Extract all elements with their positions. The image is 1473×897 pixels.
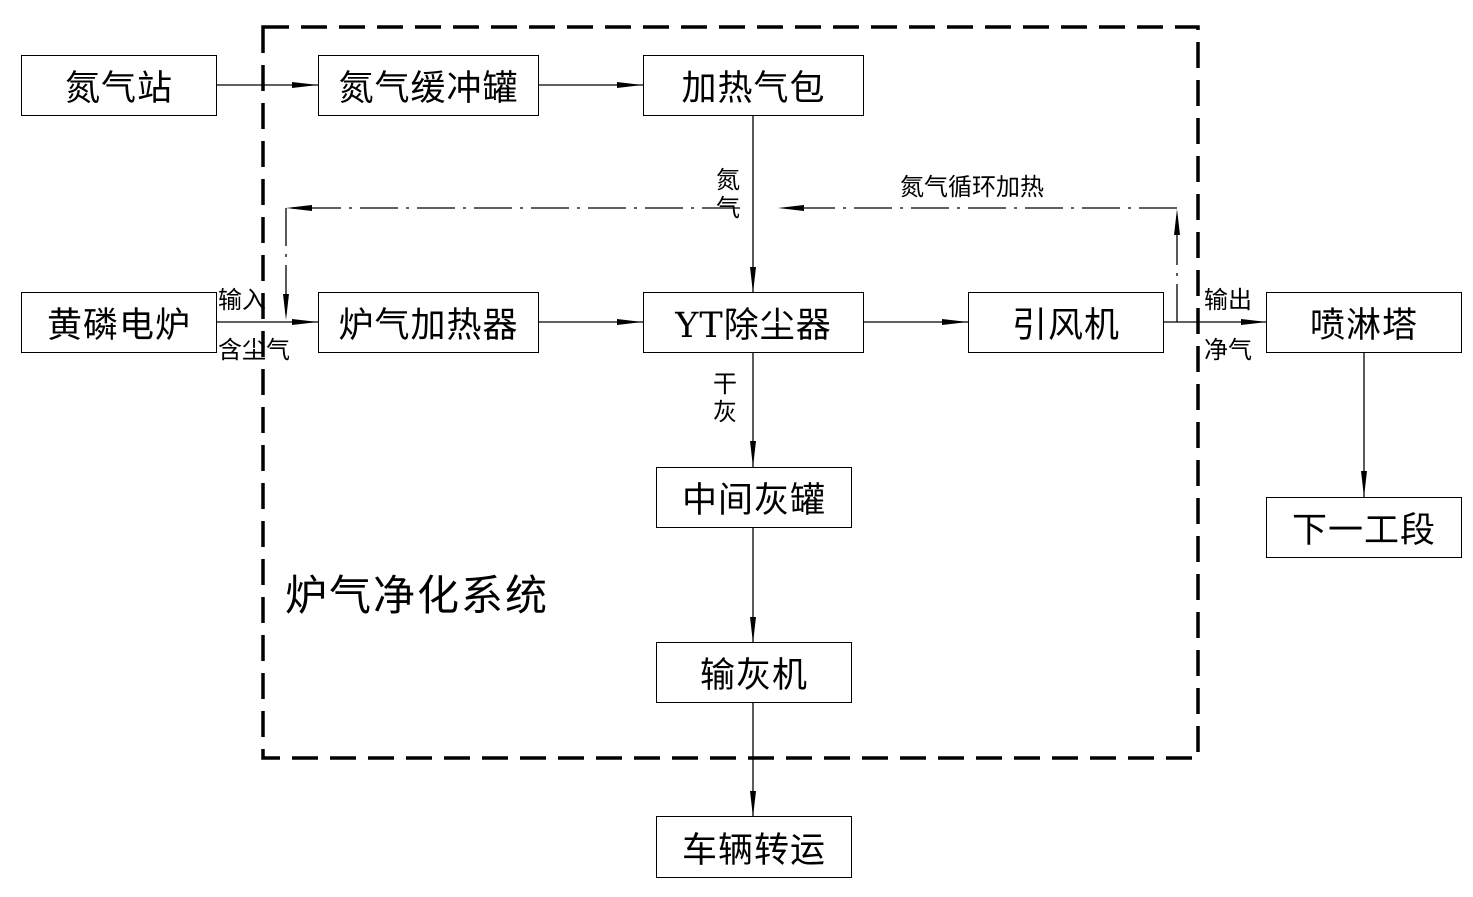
label-input: 输入 <box>218 286 266 314</box>
node-phosphorus-furnace: 黄磷电炉 <box>21 292 217 353</box>
node-ash-conveyor: 输灰机 <box>656 642 852 703</box>
node-vehicle-transport: 车辆转运 <box>656 816 852 878</box>
system-title: 炉气净化系统 <box>285 571 550 620</box>
nitrogen-recycle-loop <box>283 205 1180 322</box>
label-nitrogen-vertical: 氮 气 <box>715 166 741 222</box>
node-next-section: 下一工段 <box>1266 497 1462 558</box>
node-furnace-gas-heater: 炉气加热器 <box>318 292 539 353</box>
node-intermediate-ash-tank: 中间灰罐 <box>656 467 852 528</box>
node-yt-dust-collector: YT除尘器 <box>643 292 864 353</box>
label-output: 输出 <box>1204 286 1252 314</box>
label-nitrogen-recycle-heating: 氮气循环加热 <box>900 173 1044 201</box>
system-boundary <box>261 25 1200 760</box>
node-nitrogen-station: 氮气站 <box>21 55 217 116</box>
label-dry-ash-char-1: 干 <box>713 370 737 398</box>
label-nitrogen-char-2: 气 <box>716 194 740 222</box>
label-dry-ash-vertical: 干 灰 <box>712 370 738 426</box>
label-dusty-gas: 含尘气 <box>218 336 290 364</box>
node-heating-drum: 加热气包 <box>643 55 864 116</box>
label-clean-gas: 净气 <box>1204 336 1252 364</box>
label-nitrogen-char-1: 氮 <box>716 166 740 194</box>
node-induced-draft-fan: 引风机 <box>968 292 1164 353</box>
label-dry-ash-char-2: 灰 <box>713 398 737 426</box>
node-nitrogen-buffer-tank: 氮气缓冲罐 <box>318 55 539 116</box>
node-spray-tower: 喷淋塔 <box>1266 292 1462 353</box>
